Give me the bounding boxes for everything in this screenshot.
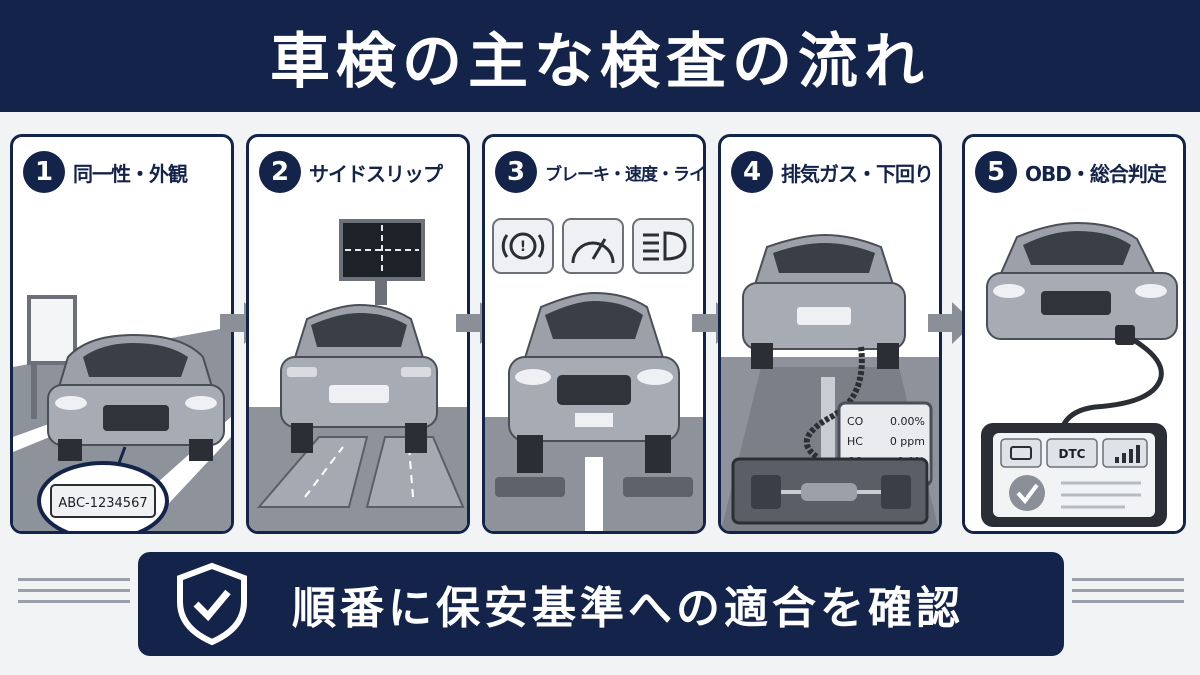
step-header: 3 ブレーキ・速度・ライト [485,137,703,207]
check-icon [1009,475,1045,511]
step-label: 排気ガス・下回り [781,161,934,186]
step-label: OBD・総合判定 [1025,161,1167,186]
car [986,221,1178,340]
obd-connector [1115,325,1135,345]
brake-warning-icon [492,218,554,274]
step-header: 1 同一性・外観 [13,137,231,207]
step-number: 5 [975,151,1017,193]
step-number: 1 [23,151,65,193]
dtc-button [1046,438,1098,468]
step-label: 同一性・外観 [73,161,188,186]
car [508,291,680,473]
gas-name: CO [847,415,864,428]
speedometer-icon [562,218,624,274]
gas-value: 0 ppm [890,435,925,448]
step-label: ブレーキ・速度・ライト [545,164,706,185]
step-header: 2 サイドスリップ [249,137,467,207]
car [280,303,438,453]
step-number: 3 [495,151,537,193]
step-panel-5: 5 OBD・総合判定 DTC [962,134,1186,534]
gas-value: 0.00% [890,415,925,428]
step-number: 2 [259,151,301,193]
inspection-lane-scene: ABC-1234567 [13,207,231,531]
step-header: 4 排気ガス・下回り [721,137,939,207]
plate-number: ABC-1234567 [58,496,147,511]
header-banner: 車検の主な検査の流れ [0,0,1200,112]
sign-board [27,295,77,365]
step-label: サイドスリップ [309,161,443,186]
obd-cable [1058,332,1164,434]
step-number: 4 [731,151,773,193]
car [47,333,225,461]
brake-speed-light-scene: ! [485,207,703,531]
step-header: 5 OBD・総合判定 [965,137,1183,207]
footer-banner: 順番に保安基準への適合を確認 [138,552,1064,656]
decor-lines-right [1072,578,1184,618]
roller-right [623,477,693,497]
emission-underbody-scene: CO 0.00% HC 0 ppm CO₂ 0.0% [721,207,939,531]
slip-plate-right [365,436,465,508]
roller-left [495,477,565,497]
dtc-label: DTC [1059,447,1086,461]
step-panel-1: 1 同一性・外観 ABC-1234567 [10,134,234,534]
side-slip-scene [249,207,467,531]
svg-text:!: ! [520,239,526,255]
license-plate [50,484,156,518]
step-panel-3: 3 ブレーキ・速度・ライト ! [482,134,706,534]
footer-text: 順番に保安基準への適合を確認 [292,583,964,634]
obd-scene: DTC [965,207,1183,531]
step-panel-4: 4 排気ガス・下回り CO 0.00% HC 0 ppm CO₂ 0.0% [718,134,942,534]
shield-check-icon [177,562,247,646]
page-title: 車検の主な検査の流れ [270,26,930,97]
car [742,233,906,369]
step-panel-2: 2 サイドスリップ [246,134,470,534]
gas-name: HC [847,435,863,448]
slip-plate-left [256,436,369,508]
engine-icon [1000,438,1042,468]
decor-lines-left [18,578,130,618]
exhaust-probe-hose [803,346,865,460]
